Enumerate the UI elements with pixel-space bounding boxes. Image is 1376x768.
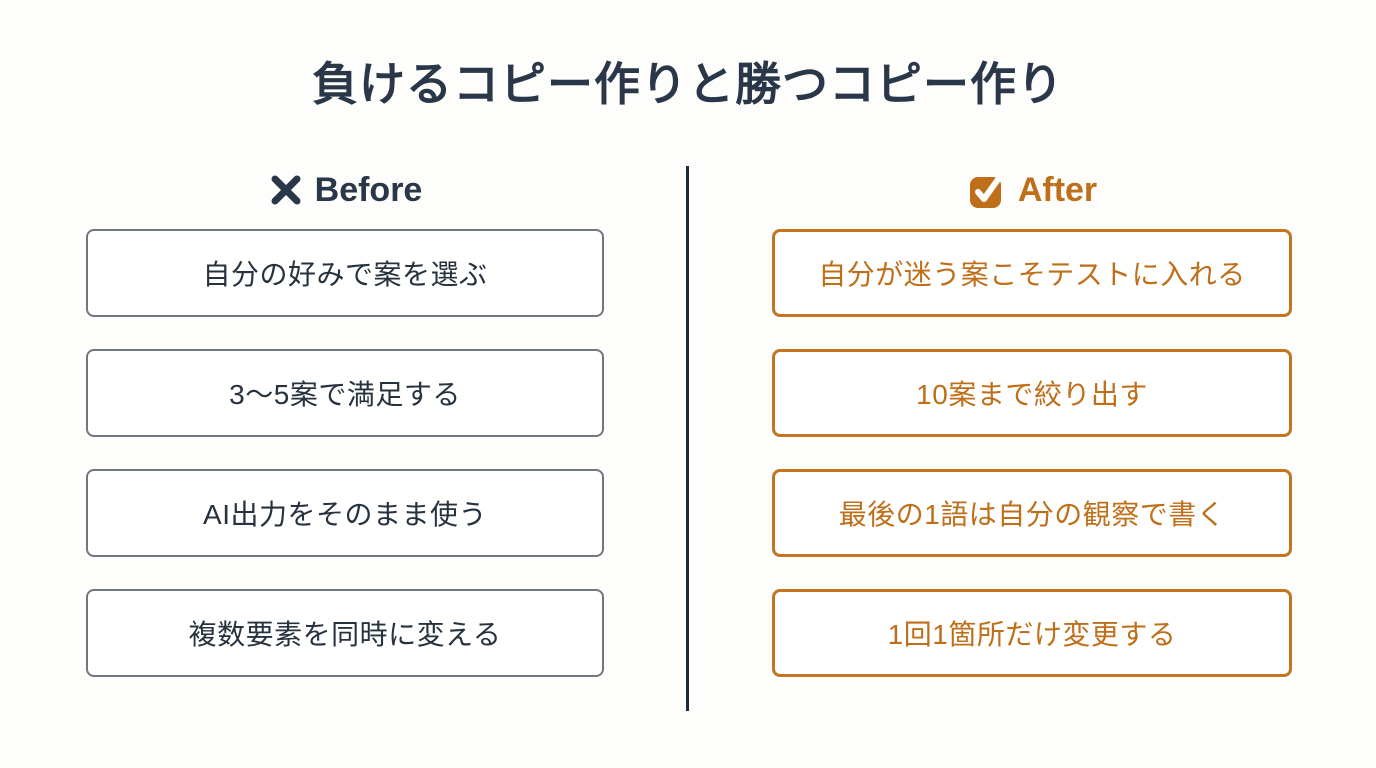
column-divider bbox=[686, 166, 689, 711]
before-item-card: 3〜5案で満足する bbox=[86, 349, 604, 437]
before-column: Before 自分の好みで案を選ぶ 3〜5案で満足する AI出力をそのまま使う … bbox=[86, 164, 604, 709]
x-mark-icon bbox=[268, 172, 304, 208]
after-item-text: 1回1箇所だけ変更する bbox=[887, 619, 1177, 650]
checkbox-checked-icon bbox=[967, 170, 1007, 210]
before-item-card: 自分の好みで案を選ぶ bbox=[86, 229, 604, 317]
before-column-label: Before bbox=[314, 170, 423, 209]
after-column-label: After bbox=[1017, 170, 1098, 209]
before-column-header: Before bbox=[86, 164, 604, 216]
before-item-text: AI出力をそのまま使う bbox=[203, 499, 487, 530]
after-column: After 自分が迷う案こそテストに入れる 10案まで絞り出す 最後の1語は自分… bbox=[772, 164, 1292, 709]
before-item-card: 複数要素を同時に変える bbox=[86, 589, 604, 677]
after-column-header: After bbox=[772, 164, 1292, 216]
after-item-text: 最後の1語は自分の観察で書く bbox=[838, 499, 1226, 530]
after-item-text: 10案まで絞り出す bbox=[916, 379, 1148, 410]
after-item-card: 10案まで絞り出す bbox=[772, 349, 1292, 437]
page-title: 負けるコピー作りと勝つコピー作り bbox=[312, 58, 1064, 110]
before-item-text: 自分の好みで案を選ぶ bbox=[202, 259, 488, 290]
before-item-card: AI出力をそのまま使う bbox=[86, 469, 604, 557]
before-item-text: 複数要素を同時に変える bbox=[188, 619, 502, 650]
after-item-card: 最後の1語は自分の観察で書く bbox=[772, 469, 1292, 557]
before-item-text: 3〜5案で満足する bbox=[229, 379, 461, 410]
after-item-card: 1回1箇所だけ変更する bbox=[772, 589, 1292, 677]
after-item-card: 自分が迷う案こそテストに入れる bbox=[772, 229, 1292, 317]
after-item-text: 自分が迷う案こそテストに入れる bbox=[818, 259, 1246, 290]
